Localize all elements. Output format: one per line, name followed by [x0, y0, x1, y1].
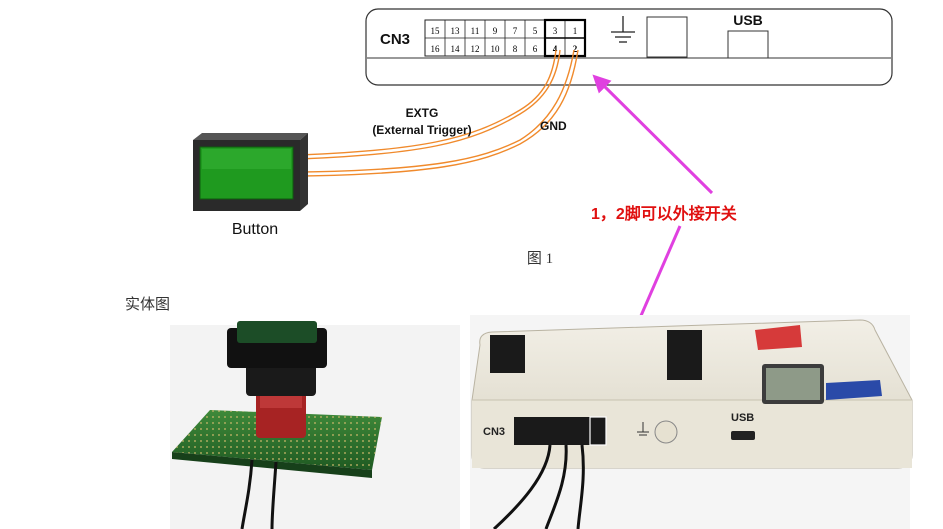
pin-10: 10	[491, 44, 501, 54]
zif-socket-center	[667, 330, 702, 380]
pin-6: 6	[533, 44, 538, 54]
gnd-wire-b	[301, 49, 579, 177]
gnd-label: GND	[540, 119, 567, 133]
pin-header: 15 13 11 9 7 5 3 1 16 14 12 10 8 6 4 2	[424, 18, 587, 58]
status-led-block	[755, 325, 802, 350]
pin-1: 1	[573, 26, 578, 36]
brand-plate	[826, 380, 882, 400]
pin-8: 8	[513, 44, 518, 54]
photo-caption: 实体图	[125, 296, 170, 313]
pin-16: 16	[431, 44, 441, 54]
wires	[299, 49, 579, 177]
pin-13: 13	[451, 26, 461, 36]
pin-15: 15	[431, 26, 441, 36]
usb-port	[727, 30, 769, 59]
pin-14: 14	[451, 44, 461, 54]
pin-4: 4	[553, 44, 558, 54]
extg-wire-b	[299, 49, 561, 160]
pin-11: 11	[471, 26, 480, 36]
gnd-wire-a	[301, 49, 575, 173]
pin-9: 9	[493, 26, 498, 36]
extg-sublabel: (External Trigger)	[372, 123, 471, 137]
device-schematic: CN3 15 13 11 9 7 5 3 1 16 14 12	[365, 8, 893, 86]
figure-caption: 图 1	[527, 250, 553, 267]
extg-label: EXTG	[406, 106, 439, 120]
ground-icon	[611, 16, 635, 43]
annotation-text: 1，2脚可以外接开关	[591, 204, 737, 223]
extg-wire-a	[299, 49, 557, 156]
pin-3: 3	[553, 26, 558, 36]
photo-usb-label: USB	[731, 412, 754, 424]
photo-cn3-label: CN3	[483, 426, 505, 438]
pin-7: 7	[513, 26, 518, 36]
button-icon	[193, 133, 308, 211]
usb-label: USB	[733, 12, 763, 28]
cn3-label: CN3	[380, 31, 410, 48]
switch-box	[646, 16, 688, 58]
arrow-to-schematic	[592, 74, 714, 195]
button-label: Button	[232, 221, 278, 238]
pin-2: 2	[573, 44, 578, 54]
pin-5: 5	[533, 26, 538, 36]
zif-socket-left	[490, 335, 525, 373]
photo-programmer	[470, 315, 913, 529]
usb-port-photo	[731, 431, 755, 440]
pin-12: 12	[471, 44, 480, 54]
cn3-header-photo	[514, 417, 606, 445]
photo-button-board	[170, 321, 460, 529]
trigger-knob	[654, 420, 678, 444]
